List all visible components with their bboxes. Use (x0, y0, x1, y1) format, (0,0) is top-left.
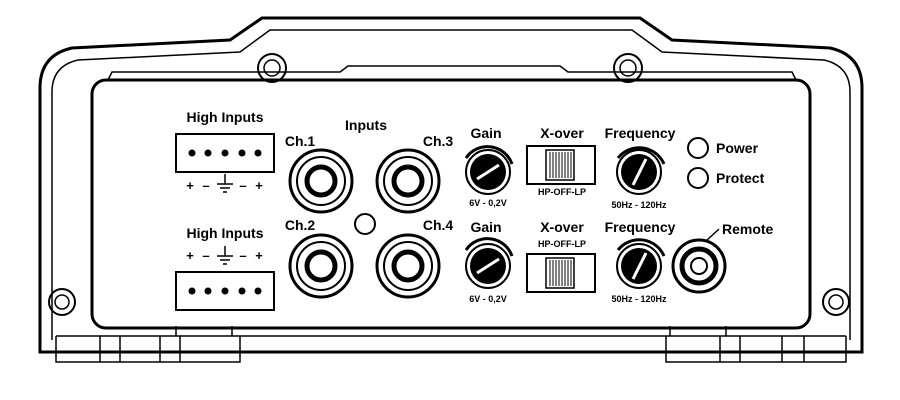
knob-icon (616, 238, 666, 289)
xover-bottom-switch (526, 253, 596, 293)
rca-jack-icon (375, 148, 441, 214)
polarity-plus: + (186, 178, 194, 193)
high-inputs-top-title: High Inputs (187, 109, 264, 125)
polarity-minus: – (202, 248, 209, 263)
knob-icon (616, 146, 666, 195)
polarity-minus: – (202, 178, 209, 193)
gain-bottom-range: 6V - 0,2V (469, 294, 507, 304)
screw-hole-icon (613, 53, 643, 83)
xover-top-label: X-over (540, 125, 584, 141)
rca-jack-icon (288, 148, 354, 214)
ch1-label: Ch.1 (285, 133, 316, 149)
polarity-plus: + (255, 248, 263, 263)
face-panel-top-edge (107, 65, 797, 81)
screw-hole-icon (48, 288, 76, 316)
rca-jack-icon (375, 233, 441, 299)
knob-icon (464, 237, 514, 289)
chassis-inner-outline (51, 29, 851, 340)
ch4-label: Ch.4 (423, 217, 454, 233)
led-icon (354, 213, 376, 235)
screw-hole-icon (257, 53, 287, 83)
remote-label: Remote (722, 221, 774, 237)
frequency-bottom-label: Frequency (605, 219, 676, 235)
speaker-terminal-icon (175, 133, 275, 173)
knob-icon (464, 145, 514, 195)
protect-label: Protect (716, 170, 765, 186)
ch2-label: Ch.2 (285, 217, 316, 233)
frequency-top-range: 50Hz - 120Hz (611, 200, 667, 210)
base-left-foot (55, 326, 241, 363)
led-icon (687, 137, 709, 159)
gain-top-range: 6V - 0,2V (469, 198, 507, 208)
frequency-bottom-range: 50Hz - 120Hz (611, 294, 667, 304)
xover-top-switch (526, 145, 596, 185)
ch3-label: Ch.3 (423, 133, 454, 149)
xover-bottom-modes: HP-OFF-LP (538, 239, 586, 249)
xover-bottom-label: X-over (540, 219, 584, 235)
frequency-top-label: Frequency (605, 125, 676, 141)
chassis-outline (38, 16, 864, 354)
xover-top-modes: HP-OFF-LP (538, 187, 586, 197)
power-label: Power (716, 140, 759, 156)
polarity-plus: + (186, 248, 194, 263)
high-inputs-bottom-title: High Inputs (187, 225, 264, 241)
remote-leader-line (705, 228, 720, 242)
polarity-minus: – (239, 178, 246, 193)
remote-jack-icon (671, 238, 727, 294)
gain-bottom-label: Gain (470, 219, 501, 235)
rca-jack-icon (288, 233, 354, 299)
ground-icon (217, 174, 233, 193)
led-icon (687, 167, 709, 189)
face-panel (90, 78, 812, 330)
base-right-foot (665, 326, 847, 363)
gain-top-label: Gain (470, 125, 501, 141)
polarity-minus: – (239, 248, 246, 263)
speaker-terminal-icon (175, 271, 275, 311)
polarity-plus: + (255, 178, 263, 193)
terminal-pins-top (188, 149, 262, 157)
inputs-title: Inputs (345, 117, 387, 133)
terminal-pins-bottom (188, 287, 262, 295)
screw-hole-icon (822, 288, 850, 316)
ground-icon (217, 246, 233, 265)
